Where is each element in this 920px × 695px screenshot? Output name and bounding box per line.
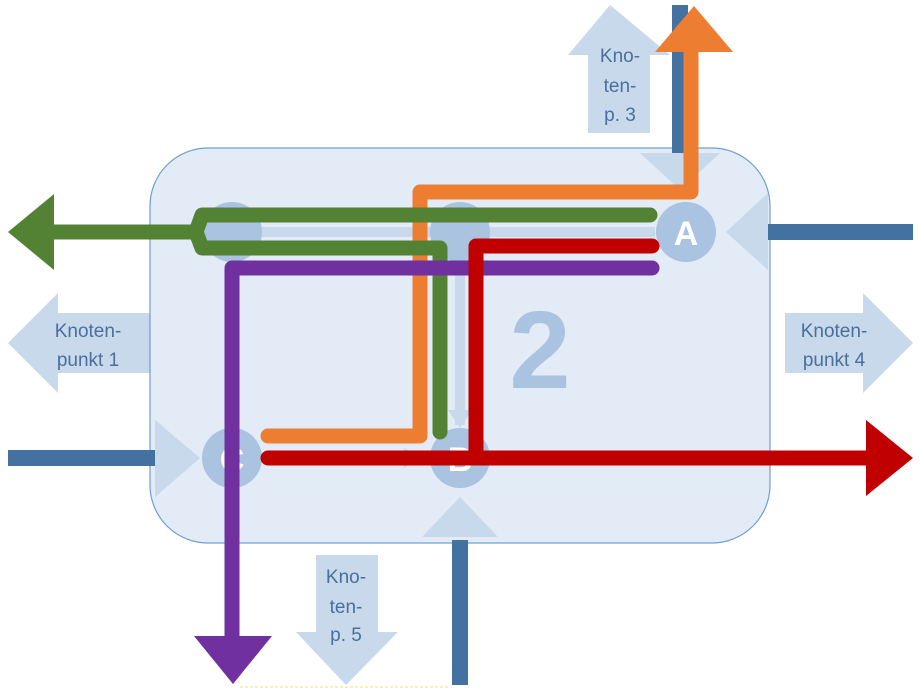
node-circle-a	[656, 202, 716, 262]
neighbor-arrow-k1	[8, 293, 150, 393]
neighbor-label-k3: Kno- ten- p. 3	[600, 46, 640, 126]
entry-arrowhead-top	[640, 153, 720, 190]
neighbor-label-k5: Kno- ten- p. 5	[326, 567, 366, 646]
neighbor-label-k1: Knoten- punkt 1	[55, 321, 122, 371]
neighbor-arrow-k3	[568, 5, 670, 133]
entry-arrowhead-left	[155, 420, 200, 497]
route-orange	[260, 40, 699, 444]
node-label-a: A	[674, 215, 699, 253]
svg-text:p. 3: p. 3	[604, 105, 636, 126]
neighbor-arrow-k5	[296, 555, 398, 685]
route-green-arrowhead	[8, 194, 54, 270]
route-orange-arrowhead	[655, 6, 733, 52]
route-red	[468, 238, 660, 466]
svg-text:ten-: ten-	[604, 76, 637, 97]
entry-arrowhead-right	[726, 193, 768, 270]
svg-text:punkt 1: punkt 1	[57, 350, 119, 371]
svg-text:punkt 4: punkt 4	[803, 350, 866, 371]
route-green	[188, 207, 658, 440]
svg-text:Knoten-: Knoten-	[55, 321, 122, 342]
neighbor-arrow-k4	[785, 293, 913, 393]
svg-text:p. 5: p. 5	[330, 625, 362, 646]
neighbor-label-k4: Knoten- punkt 4	[801, 321, 868, 371]
route-purple	[224, 260, 660, 648]
route-red-arrowhead	[866, 420, 913, 496]
svg-text:ten-: ten-	[330, 597, 363, 618]
junction-number: 2	[509, 289, 570, 412]
svg-text:Kno-: Kno-	[600, 46, 640, 67]
entry-arrowhead-bottom	[422, 497, 498, 537]
svg-text:Knoten-: Knoten-	[801, 321, 868, 342]
internal-arrowhead-mid-b	[448, 410, 472, 428]
route-purple-arrowhead	[194, 636, 272, 684]
svg-text:Kno-: Kno-	[326, 567, 366, 588]
